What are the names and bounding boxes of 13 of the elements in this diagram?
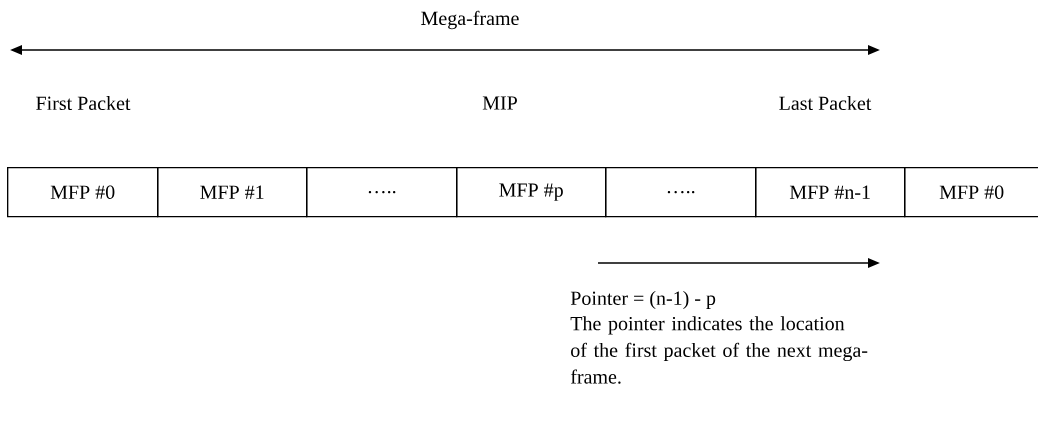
frame-cell: ….. (605, 167, 757, 218)
heading-label: First Packet (36, 96, 131, 111)
note-text: The pointer indicates the location of the first packet of the next mega-frame. (570, 316, 868, 384)
frame-cell: MFP #n-1 (755, 167, 906, 218)
formula-label: Pointer = (n-1) - p (570, 290, 716, 310)
frame-cell: MFP #1 (157, 167, 308, 218)
heading-label: MIP (482, 96, 517, 110)
frame-cell: MFP #0 (904, 167, 1038, 218)
frame-cell: MFP #p (456, 167, 607, 218)
frame-cell: MFP #0 (7, 167, 159, 218)
heading-label: Mega-frame (421, 10, 519, 30)
frame-cell: ….. (306, 167, 458, 218)
heading-label: Last Packet (779, 96, 872, 111)
